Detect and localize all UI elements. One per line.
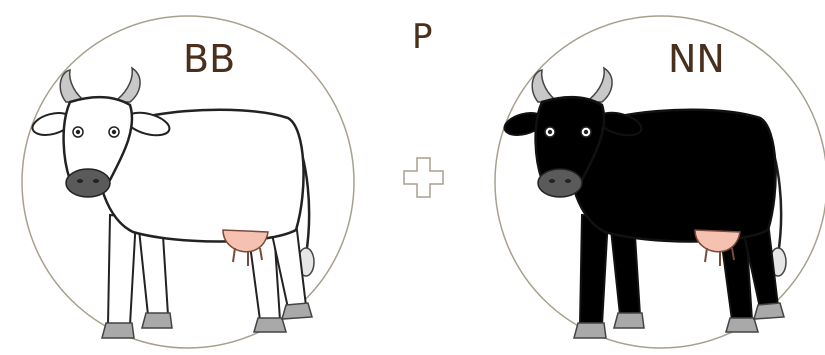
plus-icon — [404, 158, 443, 197]
left-genotype-label: BB — [183, 40, 235, 78]
right-genotype-label: NN — [668, 40, 725, 78]
generation-label: P — [412, 20, 433, 54]
right-parent-group — [495, 16, 825, 348]
